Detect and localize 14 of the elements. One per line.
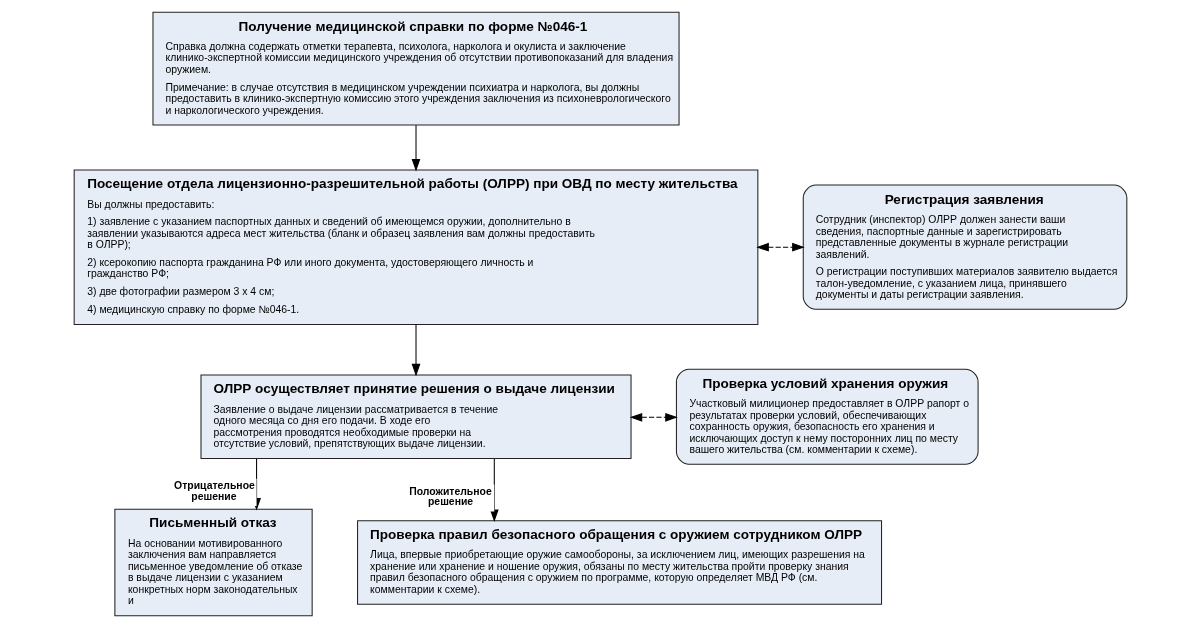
arrow: [489, 458, 499, 522]
arrow: [411, 324, 420, 377]
arrow: [411, 124, 420, 172]
node-box: Регистрация заявления Сотрудник (инспектор) ОЛРР должен занести ваши сведения, паспортные данные и зарегистрировать представленные документы в журнале регистрации заявлений. О регистрации поступивших материалов заявителю выдается талон-уведомление, с указанием лица, принявшего документы и даты регистрации заявления.: [802, 184, 1127, 310]
node-box: Проверка условий хранения оружия Участковый милиционер предоставляет в ОЛРР рапорт о результатах проверки условий, обеспечивающих сохранность оружия, безопасность его хранения и исключающих доступ к нему посторонних лиц по месту вашего жительства (см. комментарии к схеме).: [675, 368, 979, 465]
node-box: ОЛРР осуществляет принятие решения о выдаче лицензии Заявление о выдаче лицензии рассматривается в течение одного месяца со дня его подачи. В ходе его рассмотрения проводятся необходимые проверки на отсутствие условий, препятствующих выдаче лицензии.: [199, 374, 632, 460]
node-box: Письменный отказ На основании мотивированного заключения вам направляется письменное уведомление об отказе в выдаче лицензии с указанием конкретных норм законодательных и: [113, 508, 313, 617]
edge-label: Положительное решение: [408, 485, 492, 508]
edge-label: Отрицательное решение: [173, 480, 255, 502]
node-box: Посещение отдела лицензионно-разрешительной работы (ОЛРР) при ОВД по месту жительства Вы должны предоставить: 1) заявление с указанием паспортных данных и сведений об имеющемся оружии, дополнительно в заявлении указываются адреса мест жительства (бланк и образец заявления вам должны предоставить в ОЛРР); 2) ксерокопию паспорта гражданина РФ или иного документа, удостоверяющего личность и гражданство РФ; 3) две фотографии размером 3 х 4 см; 4) медицинскую справку по форме №046-1.: [73, 169, 758, 325]
arrow: [755, 242, 805, 252]
node-box: Получение медицинской справки по форме №046-1 Справка должна содержать отметки терапевта, психолога, нарколога и окулиста и заключение клинико-экспертной комиссии медицинского учреждения об отсутствии противопоказаний для владения оружием. Примечание: в случае отсутствия в медицинском учреждении психиатра и нарколога, вы должны предоставить в клинико-экспертную комиссию этого учреждения заключения из психоневрологического и наркологического учреждения.: [151, 11, 680, 126]
arrow: [629, 412, 678, 422]
node-box: Проверка правил безопасного обращения с оружием сотрудником ОЛРР Лица, впервые приобретающие оружие самообороны, за исключением лиц, имеющих разрешения на хранение или хранение и ношение оружия, обязаны по месту жительства пройти проверку знания правил безопасного обращения с оружием по программе, которую определяет МВД РФ (см. комментарии к схеме).: [356, 520, 882, 605]
